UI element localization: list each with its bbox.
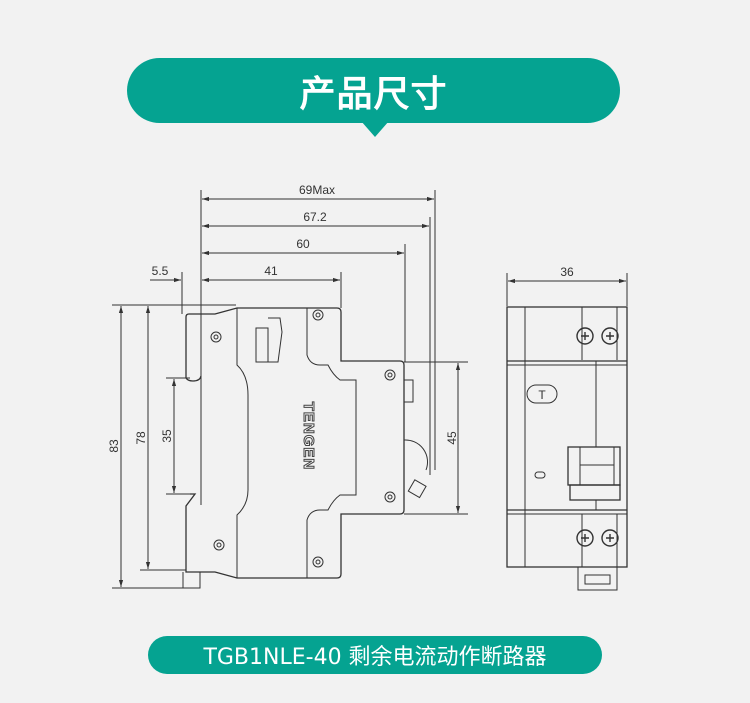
dim-label-36: 36 [560, 265, 574, 279]
dim-label-67-2: 67.2 [303, 210, 327, 224]
dim-label-60: 60 [296, 237, 310, 251]
breaker-front-outline [506, 306, 628, 568]
test-button: T [526, 384, 558, 404]
model-label-banner: TGB1NLE-40 剩余电流动作断路器 [148, 636, 602, 674]
banner-pointer [361, 121, 389, 137]
dim-label-35: 35 [160, 429, 174, 443]
breaker-side-outline [185, 307, 405, 579]
dim-label-41: 41 [264, 264, 278, 278]
terminal-screws [576, 327, 619, 547]
section-title-banner: 产品尺寸 [127, 58, 620, 123]
dim-label-83: 83 [107, 439, 121, 453]
model-label: TGB1NLE-40 剩余电流动作断路器 [203, 645, 547, 670]
operating-handle [567, 446, 621, 501]
dim-label-69max: 69Max [299, 183, 335, 197]
test-button-label: T [538, 388, 546, 402]
indicator-window [534, 471, 546, 479]
front-view: 36 T [506, 265, 628, 591]
section-title: 产品尺寸 [299, 73, 448, 115]
mounting-screws [210, 309, 396, 568]
dim-label-5-5: 5.5 [152, 264, 169, 278]
side-view: 69Max 67.2 60 41 5.5 83 78 35 45 TENGEN [107, 183, 468, 589]
dim-label-78: 78 [134, 431, 148, 445]
brand-logo: TENGEN [300, 402, 317, 471]
dim-label-45: 45 [445, 431, 459, 445]
